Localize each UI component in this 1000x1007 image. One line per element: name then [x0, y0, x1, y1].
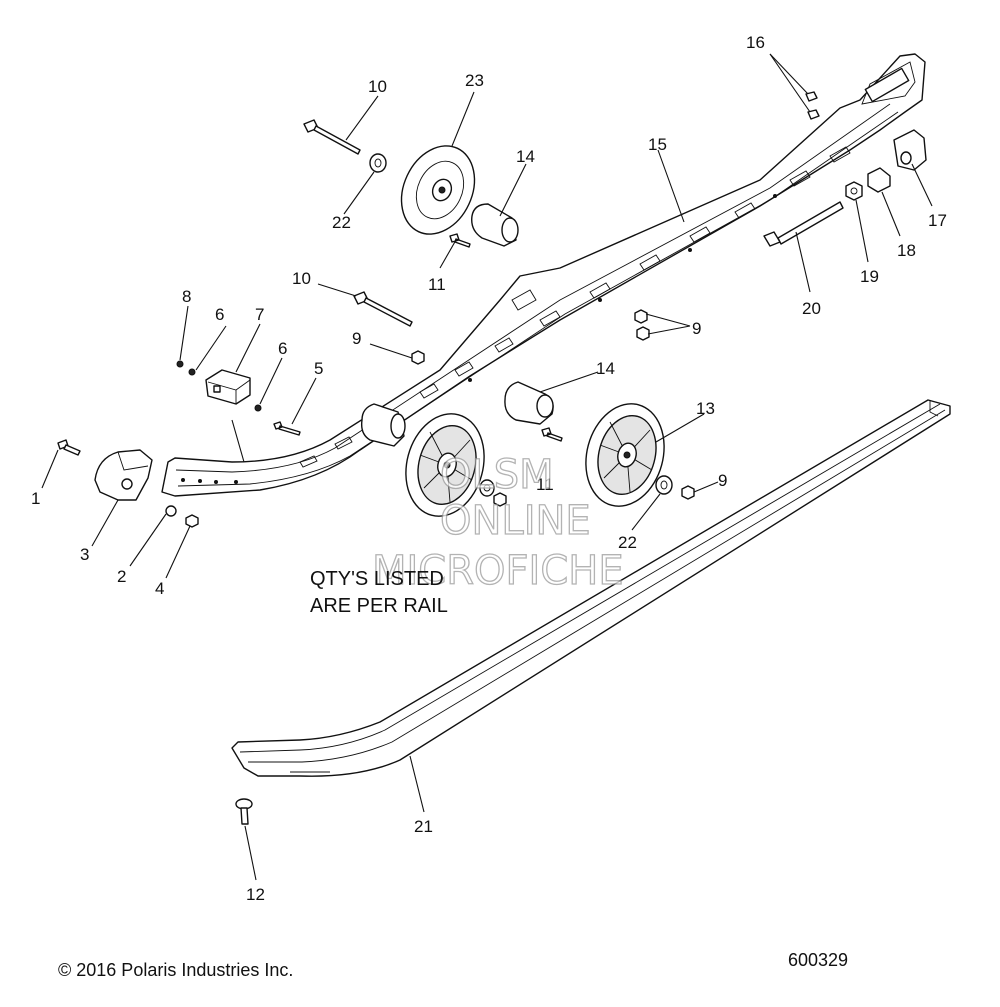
spacer-block-part-7	[205, 369, 251, 405]
label-18: 18	[897, 241, 916, 260]
label-3: 3	[80, 545, 89, 564]
bolt-part-5	[273, 421, 301, 436]
washer-part-2	[165, 505, 177, 517]
label-17: 17	[928, 211, 947, 230]
label-9-lower: 9	[718, 471, 727, 490]
nut-part-4	[185, 514, 199, 528]
washer-part-22-lower	[655, 475, 673, 495]
bushing-part-18	[867, 167, 891, 193]
bolt-part-12	[235, 798, 253, 825]
label-10-lower: 10	[292, 269, 311, 288]
washer-part-6-lower	[254, 404, 262, 412]
bolt-part-16-b	[807, 109, 820, 120]
qty-note-line-1: QTY'S LISTED	[310, 568, 444, 590]
label-6-upper: 6	[215, 305, 224, 324]
label-19: 19	[860, 267, 879, 286]
slide-rail-part-21	[231, 399, 951, 777]
label-2: 2	[117, 567, 126, 586]
idler-wheel-left	[405, 413, 485, 517]
callout-labels: 1 2 3 4 5 6 6 7 8 9 9 9 10 10 11 11 12 1…	[31, 33, 947, 904]
label-11-upper: 11	[428, 275, 446, 294]
axle-end-cap	[536, 394, 554, 418]
nut-part-9-c	[636, 326, 650, 341]
label-16: 16	[746, 33, 765, 52]
nut-part-9-a	[411, 350, 425, 365]
nut-part-9-b	[634, 309, 648, 324]
shaft-bolt-part-20	[763, 201, 844, 247]
bolt-part-11-lower	[541, 427, 563, 442]
wheel-part-23	[400, 145, 476, 235]
nut-center	[493, 492, 507, 507]
watermark-line-3: MICROFICHE	[372, 548, 624, 594]
label-15: 15	[648, 135, 667, 154]
figure-number: 600329	[788, 950, 848, 970]
label-22-lower: 22	[618, 533, 637, 552]
label-11-lower: 11	[536, 475, 554, 494]
nut-part-19	[845, 181, 863, 201]
washer-part-6-upper	[188, 368, 196, 376]
leader-lines	[41, 53, 933, 881]
copyright-text: © 2016 Polaris Industries Inc.	[58, 960, 293, 980]
label-6-lower: 6	[278, 339, 287, 358]
qty-note-line-2: ARE PER RAIL	[310, 595, 448, 617]
bolt-part-16-a	[805, 91, 818, 102]
nut-part-9-d	[681, 485, 695, 500]
bumper-block-part-3	[94, 449, 153, 501]
bolt-part-10-lower	[353, 291, 413, 327]
label-12: 12	[246, 885, 265, 904]
label-9-left: 9	[352, 329, 361, 348]
washer-part-22-upper	[369, 153, 387, 173]
watermark: OLSM ONLINE MICROFICHE	[371, 451, 624, 594]
label-20: 20	[802, 299, 821, 318]
idler-wheel-part-13	[585, 403, 665, 507]
watermark-line-2: ONLINE	[440, 498, 591, 544]
label-9-right: 9	[692, 319, 701, 338]
washer-center	[479, 479, 495, 497]
label-4: 4	[155, 579, 164, 598]
label-8: 8	[182, 287, 191, 306]
label-21: 21	[414, 817, 433, 836]
axle-upper-cap	[501, 217, 519, 243]
bolt-part-1	[57, 439, 81, 456]
label-23: 23	[465, 71, 484, 90]
shaft-left-cap	[390, 413, 406, 439]
watermark-line-1: OLSM	[440, 452, 554, 498]
nut-part-8	[176, 360, 184, 368]
label-13: 13	[696, 399, 715, 418]
label-14-lower: 14	[596, 359, 615, 378]
bolt-part-10-upper	[303, 119, 361, 155]
label-10-upper: 10	[368, 77, 387, 96]
bracket-part-17	[893, 129, 927, 171]
label-14-upper: 14	[516, 147, 535, 166]
label-5: 5	[314, 359, 323, 378]
label-1: 1	[31, 489, 40, 508]
label-7: 7	[255, 305, 264, 324]
label-22-upper: 22	[332, 213, 351, 232]
